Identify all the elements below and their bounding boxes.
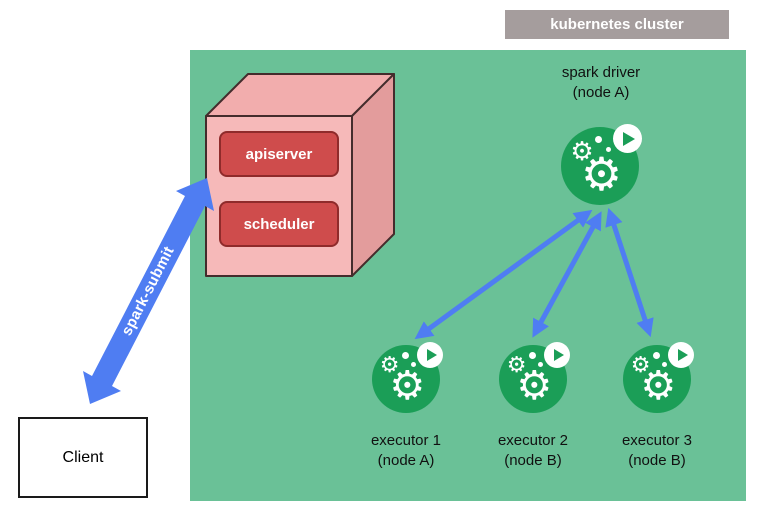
gear-icon: ⚙	[580, 147, 623, 200]
dot-icon	[606, 146, 612, 152]
dot-icon	[401, 352, 409, 360]
dot-icon	[652, 352, 660, 360]
play-icon	[668, 342, 694, 368]
executor2-node: (node B)	[504, 452, 562, 469]
spark-driver-title: spark driver	[561, 64, 641, 81]
gear-icon: ⚙	[379, 352, 400, 378]
gear-icon: ⚙	[570, 136, 594, 167]
play-triangle	[553, 349, 564, 361]
dot-icon	[662, 362, 668, 367]
gear-icon: ⚙	[516, 363, 553, 408]
gear-icon: ⚙	[640, 363, 677, 408]
play-triangle	[677, 349, 688, 361]
driver-executor2-arrow	[532, 211, 602, 338]
client-box: Client	[18, 417, 148, 498]
driver-executor1-arrow	[414, 209, 593, 340]
dot-icon	[595, 135, 603, 143]
spark-driver-node: (node A)	[572, 84, 630, 101]
executor2-label: executor 2 (node B)	[463, 431, 603, 471]
dot-icon	[538, 362, 544, 367]
play-triangle	[623, 131, 635, 146]
executor1-title: executor 1	[370, 432, 442, 449]
dot-icon	[528, 352, 536, 360]
driver-executor3-arrow	[605, 207, 654, 338]
apiserver-box: apiserver	[219, 131, 339, 177]
play-icon	[544, 342, 570, 368]
executor3-pod-icon: ⚙ ⚙	[623, 342, 694, 413]
spark-driver-pod-icon: ⚙ ⚙	[561, 124, 642, 205]
client-label: Client	[62, 448, 104, 466]
play-icon	[417, 342, 443, 368]
executor3-node: (node B)	[628, 452, 686, 469]
executor2-title: executor 2	[497, 432, 569, 449]
scheduler-box: scheduler	[219, 201, 339, 247]
play-triangle	[426, 349, 437, 361]
executor2-pod-icon: ⚙ ⚙	[499, 342, 570, 413]
spark-driver-label: spark driver (node A)	[521, 63, 681, 103]
dot-icon	[411, 362, 417, 367]
spark-submit-arrow	[83, 178, 214, 404]
gear-icon: ⚙	[506, 352, 527, 378]
executor1-pod-icon: ⚙ ⚙	[372, 342, 443, 413]
play-icon	[613, 124, 642, 153]
executor1-node: (node A)	[377, 452, 435, 469]
gear-icon: ⚙	[630, 352, 651, 378]
gear-icon: ⚙	[389, 363, 426, 408]
kubernetes-cluster-badge: kubernetes cluster	[505, 10, 729, 39]
executor3-title: executor 3	[621, 432, 693, 449]
executor1-label: executor 1 (node A)	[336, 431, 476, 471]
executor3-label: executor 3 (node B)	[587, 431, 727, 471]
